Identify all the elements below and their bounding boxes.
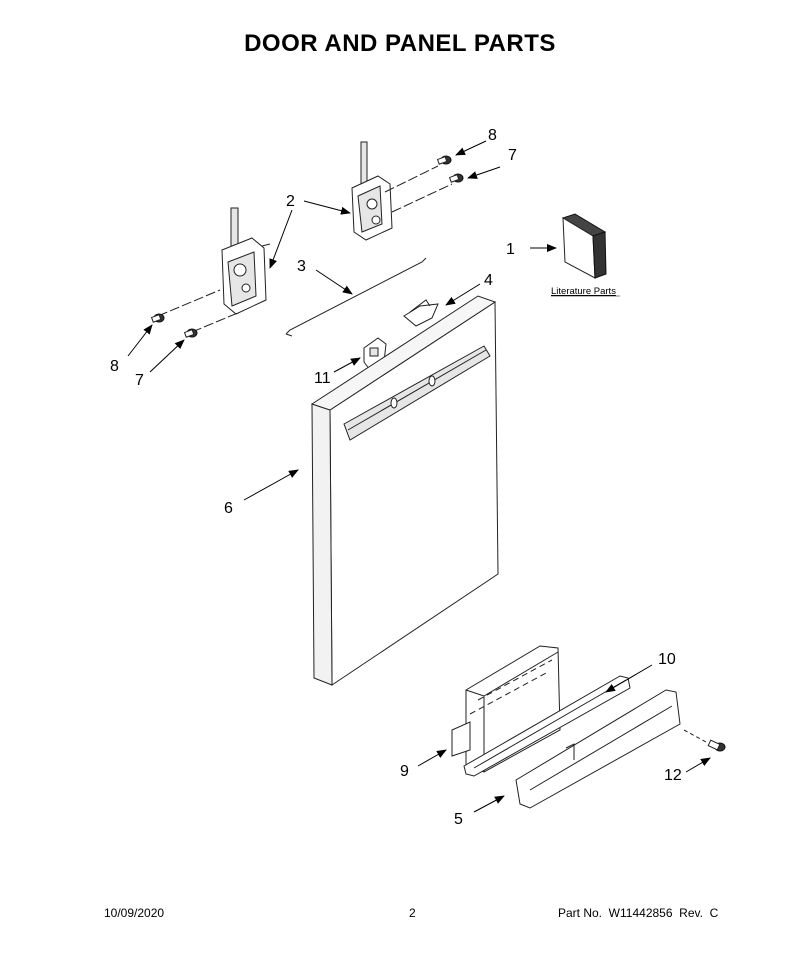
callout-1: 1 bbox=[506, 241, 515, 258]
literature-parts-label: Literature Parts bbox=[551, 286, 616, 297]
screw-8-right bbox=[436, 155, 452, 165]
callout-11: 11 bbox=[314, 370, 331, 387]
footer-part-number: Part No. W11442856 Rev. C bbox=[558, 906, 719, 920]
literature-parts-booklet bbox=[561, 213, 607, 279]
callout-3: 3 bbox=[297, 258, 306, 275]
callout-8-right: 8 bbox=[488, 127, 497, 144]
callout-7-right: 7 bbox=[508, 147, 517, 164]
callout-12: 12 bbox=[664, 767, 682, 784]
latch-bracket bbox=[403, 299, 439, 327]
callout-6: 6 bbox=[224, 500, 233, 517]
callout-4: 4 bbox=[484, 272, 493, 289]
right-hinge bbox=[351, 141, 393, 241]
door-cable-rod bbox=[285, 257, 427, 337]
screw-7-right bbox=[448, 173, 464, 183]
page-title: DOOR AND PANEL PARTS bbox=[244, 30, 556, 57]
callout-2: 2 bbox=[286, 193, 295, 210]
callout-9: 9 bbox=[400, 763, 409, 780]
screw-12 bbox=[683, 729, 726, 752]
toe-kick-panel bbox=[515, 689, 681, 809]
screw-8-left bbox=[150, 313, 165, 323]
callout-10: 10 bbox=[658, 651, 676, 668]
callout-5: 5 bbox=[454, 811, 463, 828]
door-panel bbox=[310, 295, 499, 686]
callout-7-left: 7 bbox=[135, 372, 144, 389]
footer-page-number: 2 bbox=[409, 906, 416, 920]
screw-7-left bbox=[183, 328, 198, 338]
toe-kick-bracket bbox=[463, 675, 631, 777]
footer-date: 10/09/2020 bbox=[104, 906, 165, 920]
left-hinge bbox=[221, 207, 271, 315]
callout-8-left: 8 bbox=[110, 358, 119, 375]
